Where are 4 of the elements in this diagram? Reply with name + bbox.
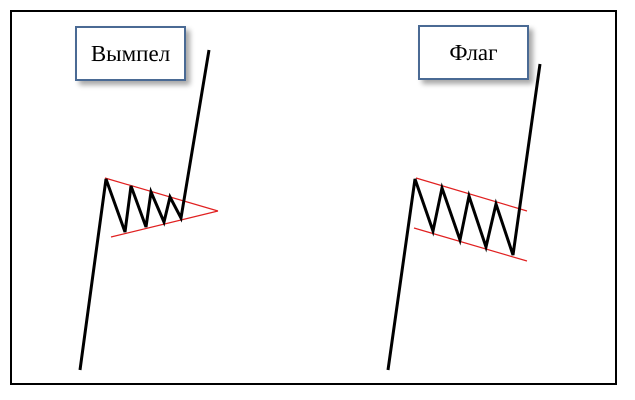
pattern-name: Флаг: [449, 40, 498, 66]
pattern-name: Вымпел: [90, 40, 170, 66]
title-box: [418, 25, 529, 80]
title-box: [75, 26, 186, 81]
